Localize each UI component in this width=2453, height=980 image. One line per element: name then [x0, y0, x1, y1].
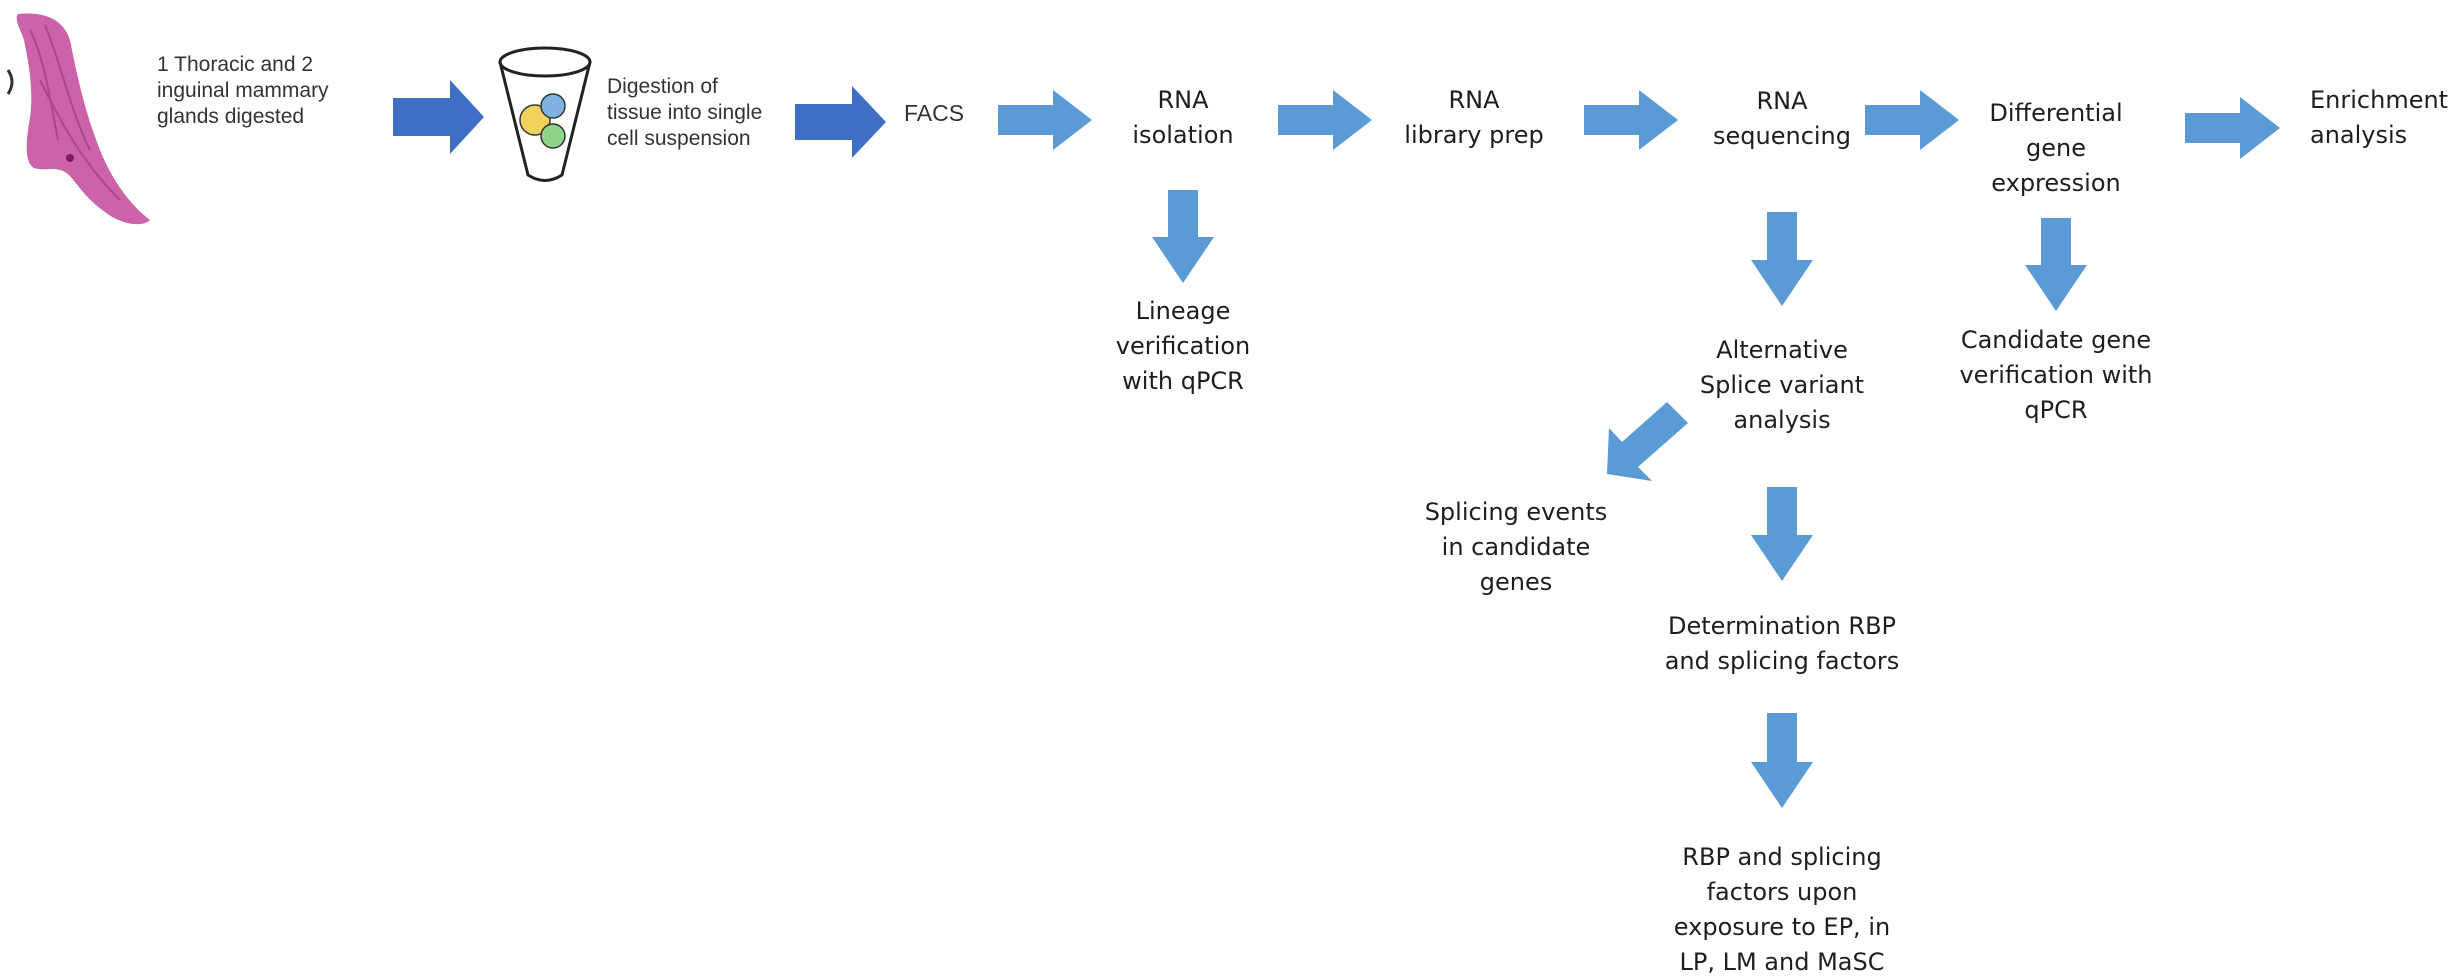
arrow-sequencing-to-dge	[1865, 90, 1959, 150]
step-enrichment-label: Enrichment analysis	[2310, 86, 2449, 149]
step-dge-label: Differential gene expression	[1989, 99, 2123, 197]
arrow-sequencing-to-alt-splice	[1751, 212, 1813, 306]
mammary-gland-tissue-image	[16, 13, 150, 225]
step-digestion-label: Digestion of tissue into single cell sus…	[607, 75, 763, 150]
step-determination-label: Determination RBP and splicing factors	[1664, 612, 1900, 675]
step-candidate-label: Candidate gene verification with qPCR	[1959, 326, 2153, 424]
step-glands-label: 1 Thoracic and 2 inguinal mammary glands…	[157, 53, 329, 128]
step-rna-isolation-label: RNA isolation	[1132, 86, 1234, 149]
step-splicing-events-label: Splicing events in candidate genes	[1424, 498, 1608, 596]
arrow-digestion-to-facs	[795, 86, 886, 158]
step-lineage-label: Lineage verification with qPCR	[1115, 297, 1251, 395]
arrow-determination-to-rbp-exposure	[1751, 713, 1813, 808]
arrow-glands-to-digestion	[393, 80, 484, 154]
arrow-library-prep-to-sequencing	[1584, 90, 1678, 150]
arrow-alt-splice-to-splicing-events	[1607, 402, 1688, 481]
tube-with-cells-image	[498, 46, 592, 182]
step-rbp-exposure-label: RBP and splicing factors upon exposure t…	[1673, 843, 1891, 976]
arrow-alt-splice-to-determination	[1751, 487, 1813, 581]
arrow-rna-isolation-to-lineage	[1152, 190, 1214, 283]
step-sequencing-label: RNA sequencing	[1713, 87, 1851, 150]
arrow-dge-to-enrichment	[2185, 97, 2280, 159]
arrow-rna-isolation-to-library-prep	[1278, 90, 1372, 150]
arrow-facs-to-rna-isolation	[998, 90, 1092, 150]
arrow-dge-to-candidate	[2025, 218, 2087, 311]
step-facs-label: FACS	[904, 100, 965, 126]
edge-mark	[6, 69, 14, 95]
step-library-prep-label: RNA library prep	[1404, 86, 1544, 149]
step-alt-splice-label: Alternative Splice variant analysis	[1699, 336, 1865, 434]
